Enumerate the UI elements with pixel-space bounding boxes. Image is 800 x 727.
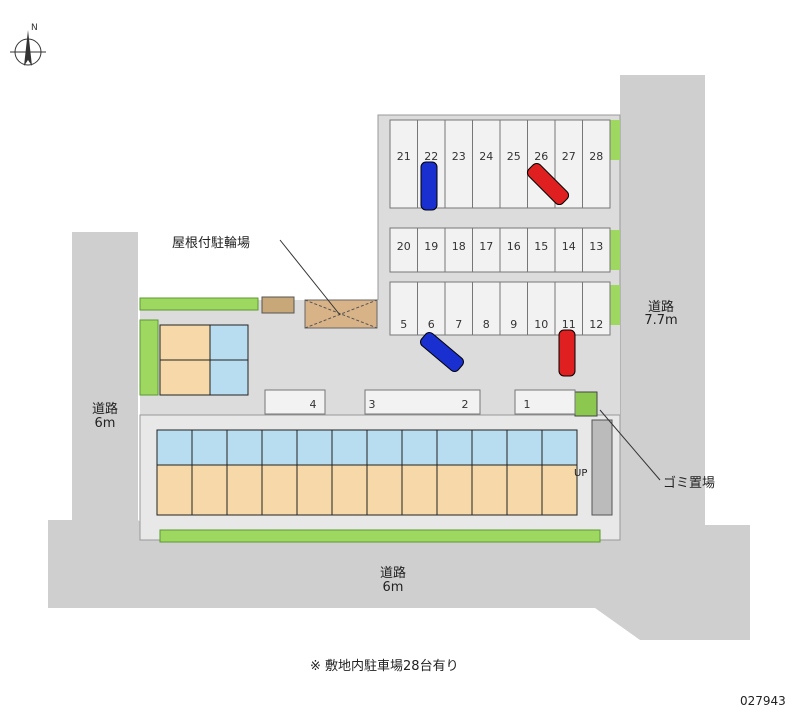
unit-room (401, 464, 438, 516)
parking-slot-number: 2 (462, 398, 469, 411)
parking-note: ※ 敷地内駐車場28台有り (310, 659, 459, 674)
parking-slot-number: 6 (428, 318, 435, 331)
units-row (156, 429, 578, 516)
car-red (526, 162, 570, 206)
parking-slot-number: 9 (510, 318, 517, 331)
unit-wet-area (296, 429, 333, 466)
garbage-area (574, 391, 598, 417)
parking-slot-number: 16 (507, 240, 521, 253)
unit-room (506, 464, 543, 516)
stairs-up-label: UP (574, 468, 588, 479)
unit-wet-area (366, 429, 403, 466)
stairs (591, 419, 613, 516)
car-blue (420, 331, 464, 373)
parking-slot-number: 26 (534, 150, 548, 163)
units-left (159, 324, 249, 396)
unit-wet-area (261, 429, 298, 466)
road-bottom-width: 6m (382, 580, 404, 595)
unit-wet-area (541, 429, 578, 466)
road-left-width: 6m (94, 416, 116, 431)
unit-wet-area (506, 429, 543, 466)
parking-slot-number: 11 (562, 318, 576, 331)
unit-room (471, 464, 508, 516)
parking-slot-number: 15 (534, 240, 548, 253)
bike-rack (261, 296, 295, 314)
parking-slot-number: 5 (400, 318, 407, 331)
unit-wet-area (156, 429, 193, 466)
parking-slot-number: 27 (562, 150, 576, 163)
unit-room (436, 464, 473, 516)
unit-room (331, 464, 368, 516)
unit-wet-area (401, 429, 438, 466)
unit-wet-area (331, 429, 368, 466)
road-right-width: 7.7m (644, 313, 678, 328)
parking-slot-number: 18 (452, 240, 466, 253)
unit-room (541, 464, 578, 516)
road-bottom (48, 520, 750, 640)
north-label: N (31, 23, 38, 33)
hedge (159, 529, 601, 543)
unit-wet-area (226, 429, 263, 466)
hedge (610, 120, 620, 160)
road-right-name: 道路 (647, 300, 674, 315)
car-red (558, 329, 576, 377)
parking-slot-number: 1 (524, 398, 531, 411)
parking-slot-number: 3 (369, 398, 376, 411)
parking-slot-number: 7 (455, 318, 462, 331)
compass-icon: N (10, 23, 46, 66)
parking-slot-number: 13 (589, 240, 603, 253)
bike-parking-label: 屋根付駐輪場 (172, 236, 251, 251)
parking-slot-number: 24 (479, 150, 493, 163)
map-id: 027943 (740, 694, 786, 708)
road-left-name: 道路 (91, 402, 118, 417)
parking-slot-number: 20 (397, 240, 411, 253)
bike-label-leader (279, 239, 341, 316)
parking-slot-number: 23 (452, 150, 466, 163)
hedge (139, 297, 259, 311)
parking-slot-number: 8 (483, 318, 490, 331)
hedge (610, 230, 620, 270)
unit-wet-area (191, 429, 228, 466)
parking-slot-number: 19 (424, 240, 438, 253)
parking-slot-number: 10 (534, 318, 548, 331)
unit-wet-area (471, 429, 508, 466)
parking-slot-number: 25 (507, 150, 521, 163)
unit-wet-area (436, 429, 473, 466)
garbage-label-leader (599, 409, 661, 481)
hedge (610, 285, 620, 325)
garbage-label: ゴミ置場 (663, 476, 716, 491)
car-blue (420, 161, 438, 211)
unit-room (366, 464, 403, 516)
road-right (620, 75, 705, 525)
hedge (139, 319, 159, 396)
parking-slot-number: 28 (589, 150, 603, 163)
unit-room (226, 464, 263, 516)
parking-slot-number: 14 (562, 240, 576, 253)
parking-slot-number: 21 (397, 150, 411, 163)
unit-room (191, 464, 228, 516)
road-bottom-name: 道路 (379, 566, 406, 581)
unit-room (156, 464, 193, 516)
parking-slot-number: 12 (589, 318, 603, 331)
road-left (72, 232, 138, 520)
parking-slot-number: 4 (310, 398, 317, 411)
unit-room (261, 464, 298, 516)
unit-room (296, 464, 333, 516)
parking-slot-number: 17 (479, 240, 493, 253)
parking-slot-number: 22 (424, 150, 438, 163)
